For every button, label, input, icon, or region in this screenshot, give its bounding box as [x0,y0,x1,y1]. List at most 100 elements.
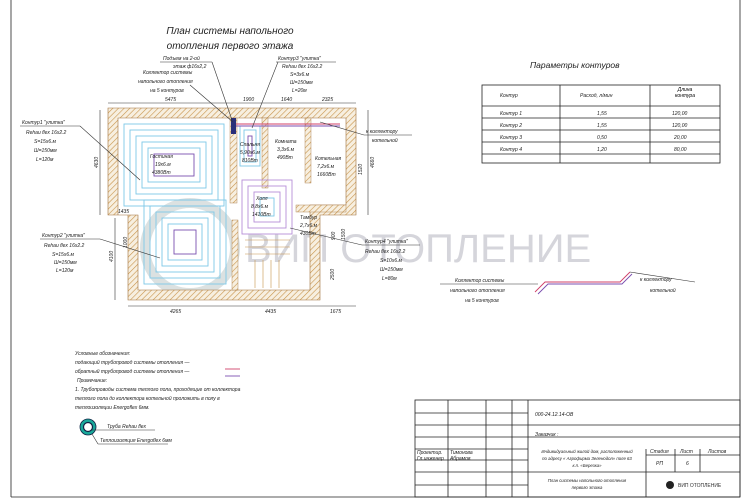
drawing-label: 6 [686,461,689,467]
drawing-label: на 5 контуров [465,298,499,304]
drawing-label: 430Вт [300,231,316,237]
room-boiler: Котельная 7,2x6.м 1660Вт [315,156,341,178]
drawing-label: обратный трубопровод системы отопления — [75,368,190,375]
callout-contour3: Контур3 "улитка" Rehau flex 16x2.2 S=3x6… [251,56,336,129]
drawing-label: Контур 4 [500,147,522,153]
drawing-label: L=120м [36,157,54,163]
drawing-label: Тимонова [450,450,473,456]
drawing-label: Стадия [650,449,669,455]
drawing-label: Примечание: [77,378,108,384]
drawing-label: 5,90х6.м [240,150,260,156]
drawing-label: Ш=150мм [290,80,313,86]
drawing-label: 490Вт [277,155,293,161]
params-table: Параметры контуров Контур Расход, л/мин … [481,60,721,164]
drawing-label: к коллектору [640,277,672,283]
heating-loop-contour1 [123,123,225,207]
drawing-label: Спальня [240,142,260,148]
drawing-label: Контур 1 [500,111,522,117]
drawing-label: 810Вт [242,158,258,164]
interior-wall [261,117,269,189]
room-vestibule: Тамбур 2,7x6.м 430Вт [299,215,318,237]
drawing-label: Лист [679,449,693,455]
table-row: Контур 4 1,20 80,00 [500,147,687,153]
drawing-label: Коллектор системы [455,278,505,284]
drawing-label: 4380Вт [152,170,171,176]
drawing-label: на 5 контуров [150,88,184,94]
callout-collector: Коллектор системы напольного отопления н… [138,70,234,123]
drawing-label: напольного отопления [138,79,193,85]
staircase [245,239,290,288]
callout-contour4: Контур4 "улитка" Rehau flex 16x2.2 S=10x… [289,227,420,282]
drawing-label: Гостиная [150,154,173,160]
drawing-label: 1660Вт [317,172,336,178]
interior-wall [231,219,239,291]
table-header: Контур [500,93,518,99]
drawing-label: 1,20 [597,147,607,153]
drawing-label: Контур1 "улитка" [22,120,65,126]
interior-wall [304,117,312,184]
drawing-label: L=20м [292,88,307,94]
drawing-label: Rehau flex 16x2.2 [365,249,406,255]
title-block: 000-24.12.14-ОВ Заказчик : Проектир. Тим… [414,399,741,498]
drawing-label: по адресу « Агрофирма Зеленодол» поле 63 [542,456,632,461]
drawing-label: Холл [255,196,268,202]
room-bedroom: Спальня 5,90х6.м 810Вт [240,142,260,164]
table-header: Длина контура [674,87,695,99]
drawing-label: 4100 [109,251,115,262]
drawing-label: 2325 [321,97,333,103]
drawing-label: 1410Вт [252,212,271,218]
room-living: Гостиная 19x6.м 4380Вт [150,154,173,176]
callout-riser: Подъем на 2-ой этаж ф16х2,2 [160,55,233,121]
room-hall: Холл 8,8x6.м 1410Вт [251,196,271,218]
drawing-label: котельной [372,137,398,144]
drawing-label: Тамбур [300,215,317,221]
drawing-label: 1,55 [597,123,607,129]
drawing-label: 900 [331,231,337,240]
drawing-label: Гл.инженер [417,456,444,462]
drawing-label: Rehau flex 16x2.2 [44,243,85,249]
dimensions: 5475 1900 1640 2325 4265 4435 1675 4630 … [94,97,376,315]
drawing-label: Контур2 "улитка" [42,233,85,239]
drawing-label: 1000 [123,237,129,248]
drawing-label: Котельная [315,156,341,162]
collector-manifold [231,118,236,134]
return-pipe [537,273,633,295]
company-name: ВИП ОТОПЛЕНИЕ [678,483,722,489]
drawing-label: Комната [275,139,297,145]
drawing-label: подающий трубопровод системы отопления — [75,359,190,366]
drawing-label: Абрамов [449,456,471,462]
drawing-label: Теплоизоляция Energoflex 6мм [100,438,172,444]
params-table-title: Параметры контуров [530,60,620,70]
drawing-label: Проектир. [417,450,443,456]
drawing-label: Ш=150мм [54,260,77,266]
exterior-walls [107,107,357,301]
drawing-label: Контур4 "улитка" [365,239,408,245]
drawing-label: 1,55 [597,111,607,117]
drawing-label: 5475 [165,97,176,103]
drawing-label: Коллектор системы [143,70,193,76]
drawing-label: L=80м [382,276,397,282]
watermark: ВИП ОТОПЛЕНИЕ [140,198,591,298]
drawing-label: котельной [650,287,676,294]
heating-loop-contour2 [143,199,227,285]
drawing-label: Rehau flex 16x2.2 [26,130,67,136]
drawing-label: 0,50 [597,135,607,141]
drawing-label: 80,00 [674,147,687,153]
drawing-label: 3,3x6.м [277,147,295,153]
customer-label: Заказчик : [535,432,559,438]
room-room: Комната 3,3x6.м 490Вт [275,139,297,161]
sheet-title: План системы напольного отопления [548,478,627,483]
drawing-label: Контур 2 [500,123,522,129]
drawing-label: Условные обозначения: [75,351,131,357]
plan-title-line2: отопления первого этажа [167,41,294,52]
drawing-label: Труба Rehau flex [107,424,146,430]
project-code: 000-24.12.14-ОВ [535,412,574,418]
drawing-label: 20,00 [673,135,687,141]
drawing-label: РП [656,461,663,467]
drawing-label: 4630 [94,157,100,168]
drawing-label: к коллектору [366,129,398,135]
drawing-label: 120,00 [672,123,688,129]
